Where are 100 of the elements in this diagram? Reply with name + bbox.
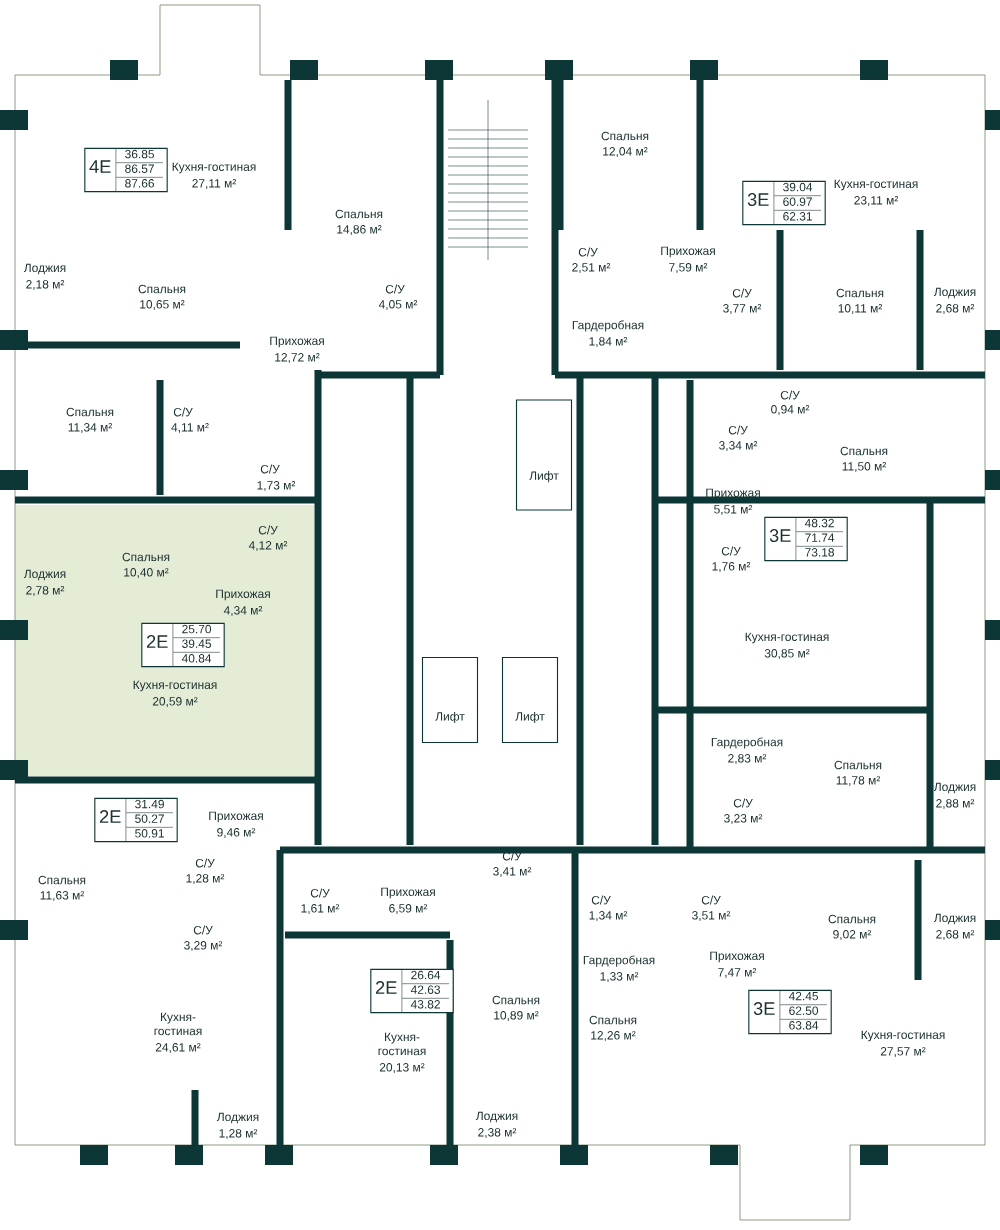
room-name: Спальня <box>828 914 876 924</box>
room-area: 24,61 м² <box>155 1043 201 1053</box>
room-name: С/У <box>578 247 598 257</box>
room-area: 2,18 м² <box>26 280 65 290</box>
room-area: 2,68 м² <box>936 304 975 314</box>
elevator-box: Лифт <box>515 399 573 511</box>
room-name: Спальня <box>601 131 649 141</box>
room-name: С/У <box>260 464 280 474</box>
room-name: Кухня-гостиная <box>154 1012 202 1036</box>
room-name: Лоджия <box>216 1112 259 1124</box>
apartment-badge: 3Е 48.32 71.74 73.18 <box>764 516 848 562</box>
elevator-box: Лифт <box>421 656 479 744</box>
room-area: 3,29 м² <box>184 941 223 951</box>
room-name: Кухня-гостиная <box>861 1030 945 1042</box>
room-area: 3,23 м² <box>724 814 763 824</box>
room-name: Спальня <box>38 875 86 885</box>
room-area: 12,26 м² <box>591 1031 636 1041</box>
room-name: С/У <box>591 895 611 905</box>
room-area: 7,59 м² <box>669 263 708 273</box>
room-area: 3,41 м² <box>493 867 532 877</box>
room-area: 3,51 м² <box>692 911 731 921</box>
room-name: Прихожая <box>710 951 764 963</box>
room-area: 3,77 м² <box>723 304 762 314</box>
room-area: 3,34 м² <box>719 441 758 451</box>
room-name: С/У <box>728 425 748 435</box>
room-name: Гардеробная <box>711 737 783 749</box>
room-name: С/У <box>195 858 215 868</box>
room-name: С/У <box>701 895 721 905</box>
room-area: 1,61 м² <box>301 904 340 914</box>
room-area: 11,78 м² <box>836 776 881 786</box>
room-area: 10,65 м² <box>140 300 185 310</box>
room-area: 2,38 м² <box>478 1128 517 1138</box>
room-name: Прихожая <box>216 589 270 601</box>
room-name: Спальня <box>492 995 540 1005</box>
room-area: 20,59 м² <box>152 697 198 707</box>
room-area: 2,51 м² <box>572 263 611 273</box>
room-area: 9,46 м² <box>217 828 256 838</box>
room-area: 12,72 м² <box>275 353 320 363</box>
room-name: Лоджия <box>933 287 976 299</box>
room-area: 10,89 м² <box>494 1011 539 1021</box>
room-name: Гардеробная <box>583 955 655 967</box>
room-area: 1,33 м² <box>600 972 639 982</box>
room-name: Спальня <box>122 552 170 562</box>
room-area: 10,40 м² <box>124 568 169 578</box>
apartment-badge: 2Е 26.64 42.63 43.82 <box>370 968 454 1014</box>
room-name: Прихожая <box>661 246 715 258</box>
room-area: 4,12 м² <box>248 541 288 551</box>
room-area: 1,28 м² <box>186 874 225 884</box>
room-name: Кухня-гостиная <box>133 680 217 692</box>
room-area: 1,73 м² <box>257 481 296 491</box>
room-area: 11,34 м² <box>68 423 113 433</box>
room-name: Прихожая <box>270 336 324 348</box>
room-name: С/У <box>733 798 753 808</box>
room-area: 20,13 м² <box>379 1063 425 1073</box>
room-name: Лоджия <box>933 782 976 794</box>
room-area: 11,63 м² <box>40 891 85 901</box>
room-area: 5,51 м² <box>714 505 753 515</box>
room-area: 4,34 м² <box>223 606 263 616</box>
room-area: 11,50 м² <box>842 462 887 472</box>
room-name: С/У <box>258 525 278 535</box>
room-area: 12,04 м² <box>603 147 648 157</box>
room-name: С/У <box>173 407 193 417</box>
room-area: 10,11 м² <box>838 304 883 314</box>
apartment-badge: 4Е 36.85 86.57 87.66 <box>84 147 168 193</box>
room-area: 14,86 м² <box>337 225 382 235</box>
room-name: С/У <box>780 390 800 400</box>
apartment-badge: 3Е 42.45 62.50 63.84 <box>748 989 832 1035</box>
room-area: 23,11 м² <box>854 196 899 206</box>
elevator-box: Лифт <box>501 656 559 744</box>
room-name: Спальня <box>138 284 186 294</box>
room-area: 7,47 м² <box>718 968 757 978</box>
room-name: С/У <box>193 925 213 935</box>
room-name: С/У <box>385 284 405 294</box>
room-name: Спальня <box>66 407 114 417</box>
room-name: Прихожая <box>381 887 435 899</box>
room-name: Кухня-гостиная <box>378 1032 426 1056</box>
room-name: С/У <box>721 546 741 556</box>
room-area: 1,34 м² <box>589 911 628 921</box>
room-area: 9,02 м² <box>833 930 872 940</box>
room-name: Лоджия <box>475 1111 518 1123</box>
room-name: Прихожая <box>706 488 760 500</box>
room-name: Спальня <box>840 446 888 456</box>
room-area: 4,05 м² <box>378 300 418 310</box>
apartment-badge: 2Е 31.49 50.27 50.91 <box>94 797 178 843</box>
room-area: 4,11 м² <box>171 423 209 433</box>
room-area: 2,83 м² <box>728 754 767 764</box>
room-name: Лоджия <box>23 569 66 581</box>
apartment-badge: 2Е 25.70 39.45 40.84 <box>141 622 225 668</box>
room-name: С/У <box>732 288 752 298</box>
room-area: 2,68 м² <box>936 930 975 940</box>
room-name: Лоджия <box>933 913 976 925</box>
apartment-badge: 3Е 39.04 60.97 62.31 <box>742 180 826 226</box>
room-name: С/У <box>502 851 522 861</box>
room-area: 30,85 м² <box>764 649 810 659</box>
room-name: Спальня <box>836 288 884 298</box>
room-name: Прихожая <box>209 811 263 823</box>
room-area: 1,28 м² <box>219 1129 258 1139</box>
room-area: 0,94 м² <box>771 405 810 415</box>
room-area: 2,88 м² <box>936 799 975 809</box>
room-area: 27,11 м² <box>192 179 237 189</box>
